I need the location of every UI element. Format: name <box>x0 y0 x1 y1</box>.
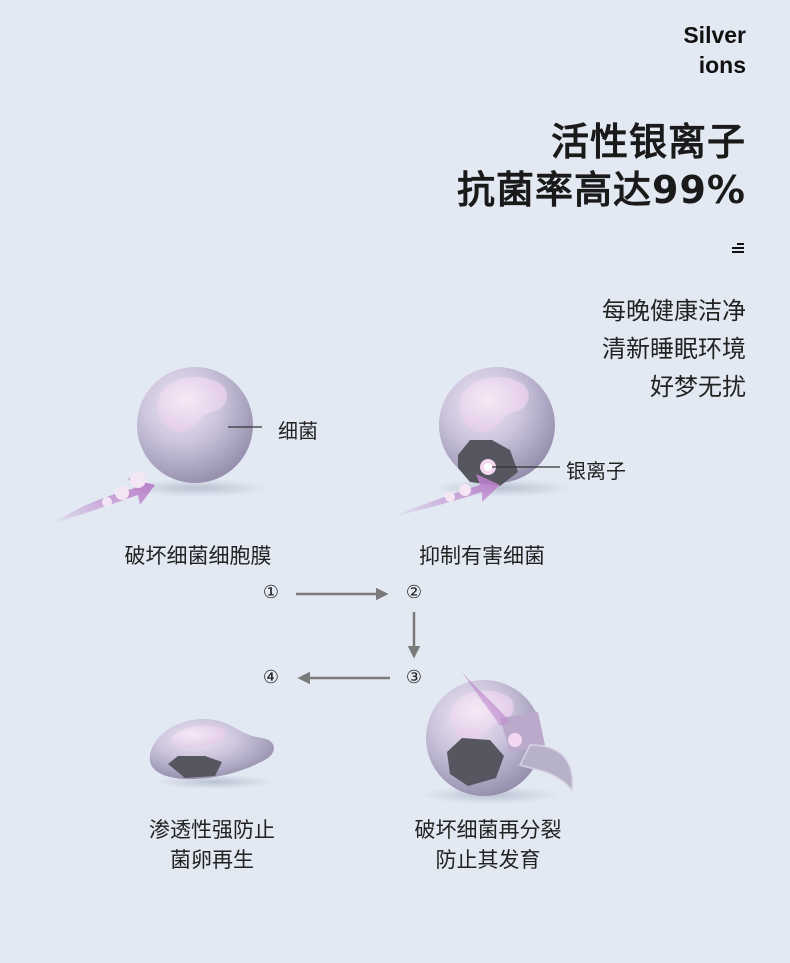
caption-step-1: 破坏细菌细胞膜 <box>124 544 272 568</box>
caption-step-4-line-2: 菌卵再生 <box>170 848 254 872</box>
caption-step-3: 破坏细菌再分裂 防止其发育 <box>388 815 588 875</box>
step-marker-2: ② <box>405 582 423 603</box>
tagline-line-3: 好梦无扰 <box>650 373 746 401</box>
tagline-line-1: 每晚健康洁净 <box>602 297 746 325</box>
tagline: 每晚健康洁净 清新睡眠环境 好梦无扰 <box>602 292 746 406</box>
bacteria-fragment-4 <box>149 718 275 789</box>
tagline-line-2: 清新睡眠环境 <box>602 335 746 363</box>
brand-line-1: Silver <box>683 22 746 48</box>
caption-step-3-line-1: 破坏细菌再分裂 <box>414 818 562 842</box>
attack-arrow-2 <box>392 474 500 517</box>
bacteria-label: 细菌 <box>278 419 318 443</box>
caption-step-2: 抑制有害细菌 <box>419 544 545 568</box>
silver-ion-label: 银离子 <box>566 459 626 483</box>
sphere-bacteria-2 <box>432 367 572 497</box>
attack-arrow-1 <box>50 472 155 525</box>
sphere-bacteria-1 <box>128 367 268 497</box>
step-marker-4: ④ <box>262 667 280 688</box>
step-marker-3: ③ <box>405 667 423 688</box>
caption-step-4-line-1: 渗透性强防止 <box>149 818 275 842</box>
caption-step-3-line-2: 防止其发育 <box>435 848 541 872</box>
headline-line-2: 抗菌率高达99% <box>457 168 746 212</box>
caption-step-4: 渗透性强防止 菌卵再生 <box>112 815 312 875</box>
brand-line-2: ions <box>698 52 746 78</box>
sphere-bacteria-3 <box>420 672 574 804</box>
step-marker-1: ① <box>262 582 280 603</box>
brand-title: Silver ions <box>683 20 746 80</box>
headline: 活性银离子 抗菌率高达99% <box>457 118 746 214</box>
headline-line-1: 活性银离子 <box>550 120 746 164</box>
menu-icon <box>732 243 744 253</box>
